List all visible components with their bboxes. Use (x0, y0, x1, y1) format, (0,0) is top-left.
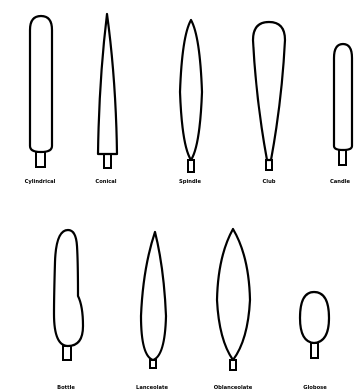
label-candle: Candle (330, 179, 350, 185)
club-shape (253, 22, 285, 170)
bottle-shape (54, 230, 83, 360)
spindle-shape (180, 20, 202, 172)
conical-shape (98, 14, 117, 168)
globose-shape (300, 292, 329, 358)
lanceolate-shape (141, 232, 166, 368)
label-conical: Conical (95, 179, 116, 185)
label-bottle: Bottle (57, 385, 75, 391)
cylindrical-shape (30, 16, 52, 167)
label-club: Club (263, 179, 276, 185)
label-cylindrical: Cylindrical (25, 179, 56, 185)
label-oblanceolate: Oblanceolate (214, 385, 253, 391)
oblanceolate-shape (217, 229, 250, 370)
label-globose: Globose (303, 385, 327, 391)
candle-shape (334, 44, 352, 165)
label-lanceolate: Lanceolate (136, 385, 168, 391)
label-spindle: Spindle (179, 179, 201, 185)
